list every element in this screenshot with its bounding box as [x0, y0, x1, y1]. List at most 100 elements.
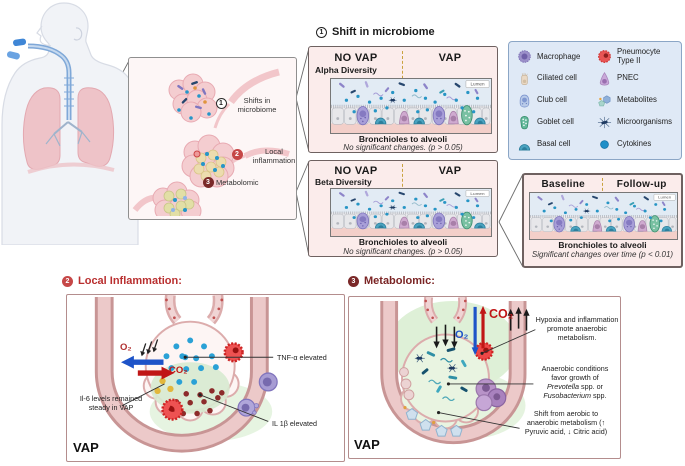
alpha-diversity-panel: NO VAP VAP Alpha Diversity [308, 46, 498, 153]
o2-label: O₂ [455, 329, 469, 341]
section-1-number-badge: 1 [316, 26, 327, 38]
section-2-number-badge: 2 [62, 275, 73, 287]
callout-3-label: Metabolomic [216, 178, 259, 187]
hypoxia-annotation: Hypoxia and inflammation promote anaerob… [535, 315, 619, 342]
beta-caption: Bronchioles to alveoli [358, 237, 448, 247]
tnf-annotation: TNF-α elevated [277, 353, 327, 362]
callout-2-label: Local inflammation [252, 147, 296, 165]
beta-note: No significant changes. (p > 0.05) [343, 246, 463, 256]
alpha-no-vap-header: NO VAP [334, 52, 378, 64]
legend-item: Pneumocyte Type II [597, 46, 679, 68]
legend-item: Metabolites [597, 90, 679, 112]
epithelium-illustration: Lumen [530, 193, 677, 239]
legend-label: Microorganisms [617, 117, 673, 126]
reduced-o2-arrows [435, 324, 456, 343]
o2-label: O₂ [120, 342, 132, 353]
section-1-heading: 1 Shift in microbiome [316, 26, 435, 38]
beta-no-vap-header: NO VAP [334, 165, 378, 177]
legend-item: Cytokines [597, 133, 679, 155]
metabolites-icon [598, 95, 611, 107]
section-2-heading: 2 Local Inflammation: [62, 275, 182, 287]
legend-label: Ciliated cell [537, 73, 577, 83]
pneumocyte-type2-icon [598, 50, 611, 64]
followup-illustration-slot: Lumen [529, 192, 678, 240]
anaerobic-growth-annotation: Anaerobic conditions favor growth of Pre… [541, 364, 609, 400]
legend-item: Macrophage [517, 46, 597, 68]
beta-header-row: NO VAP VAP [309, 165, 497, 177]
cytokines-dots [344, 88, 480, 114]
elevated-co2-arrows [509, 312, 528, 331]
legend-item: Goblet cell [517, 111, 597, 133]
macrophage-icon [518, 50, 531, 64]
il6-cytokine-dots [154, 377, 174, 395]
co2-label: CO₂ [489, 307, 514, 321]
il1b-annotation: IL 1β elevated [272, 419, 318, 428]
beta-diversity-panel: NO VAP VAP Beta Diversity [308, 160, 498, 257]
cytokines-dots [344, 197, 480, 219]
tnf-cytokine-dots [163, 337, 219, 385]
alpha-caption: Bronchioles to alveoli [358, 134, 448, 144]
section-3-number-badge: 3 [348, 275, 359, 287]
section-3-title: Metabolomic: [364, 275, 435, 287]
epithelium-illustration: Lumen [331, 79, 491, 133]
alpha-subtitle: Alpha Diversity [315, 65, 377, 75]
microorganisms-illustration [537, 194, 666, 214]
microbiome-cluster [177, 81, 211, 120]
local-inflammation-panel: O₂ CO₂ TNF-α elevated Il-6 levels remain… [66, 294, 345, 462]
legend-label: Cytokines [617, 138, 652, 148]
legend-item: Club cell [517, 90, 597, 112]
alveoli-overview-illustration [132, 68, 290, 216]
legend-item: Basal cell [517, 133, 597, 155]
club-cell-icon [519, 94, 530, 108]
followup-caption: Bronchioles to alveoli [558, 240, 647, 250]
section-1-title: Shift in microbiome [332, 26, 435, 38]
prevotella-genus: Prevotella [547, 382, 579, 391]
followup-note: Significant changes over time (p < 0.01) [531, 250, 674, 259]
legend-label: Basal cell [537, 138, 571, 148]
legend-label: PNEC [617, 73, 639, 83]
followup-header-row: Baseline Follow-up [524, 179, 681, 190]
inflamed-alveolus-illustration [94, 295, 278, 453]
vap-corner-label: VAP [73, 440, 99, 455]
anaerobic-bacteria [414, 347, 468, 402]
callout-1-badge: 1 [215, 97, 227, 109]
lumen-label: Lumen [658, 195, 671, 200]
vap-corner-label: VAP [354, 437, 380, 452]
lumen-label: Lumen [470, 191, 485, 196]
followup-header: Follow-up [616, 179, 667, 190]
lumen-label: Lumen [470, 82, 485, 87]
legend-panel: Macrophage Pneumocyte Type II Ciliated c… [508, 41, 682, 160]
fusobacterium-genus: Fusobacterium [543, 391, 591, 400]
legend-label: Metabolites [617, 95, 657, 105]
baseline-followup-panel: Baseline Follow-up [522, 173, 683, 268]
alpha-header-row: NO VAP VAP [309, 52, 497, 64]
basal-cell-icon [518, 143, 531, 151]
microorganisms-illustration [338, 81, 479, 104]
metabolomic-cluster [163, 188, 195, 216]
section-2-title: Local Inflammation: [78, 275, 182, 287]
legend-label: Pneumocyte Type II [617, 47, 661, 65]
alpha-vap-header: VAP [438, 52, 462, 64]
beta-illustration-slot: Lumen [330, 188, 492, 237]
callout-2-badge: 2 [231, 148, 243, 160]
microorganisms-illustration [338, 190, 479, 211]
endotracheal-tube-connector [6, 38, 27, 60]
baseline-header: Baseline [541, 179, 586, 190]
intubated-patient-illustration [1, 2, 139, 245]
callout-3-badge: 3 [202, 176, 214, 188]
ciliated-cell-icon [521, 73, 528, 86]
legend-label: Macrophage [537, 51, 581, 61]
il6-annotation: Il-6 levels remained steady in VAP [79, 394, 143, 412]
metabolite-shapes [405, 408, 463, 437]
beta-subtitle: Beta Diversity [315, 177, 372, 187]
inflammation-cluster [193, 149, 227, 182]
cytokines-dots [542, 201, 667, 223]
legend-label: Club cell [537, 95, 567, 105]
pnec-icon [599, 72, 610, 86]
co2-label: CO₂ [169, 365, 188, 376]
goblet-cell-icon [520, 115, 529, 130]
cytokines-icon [600, 139, 609, 149]
epithelium-illustration: Lumen [331, 189, 491, 236]
lung-zoom-inset: 1 Shifts in microbiome 2 Local inflammat… [128, 57, 297, 220]
